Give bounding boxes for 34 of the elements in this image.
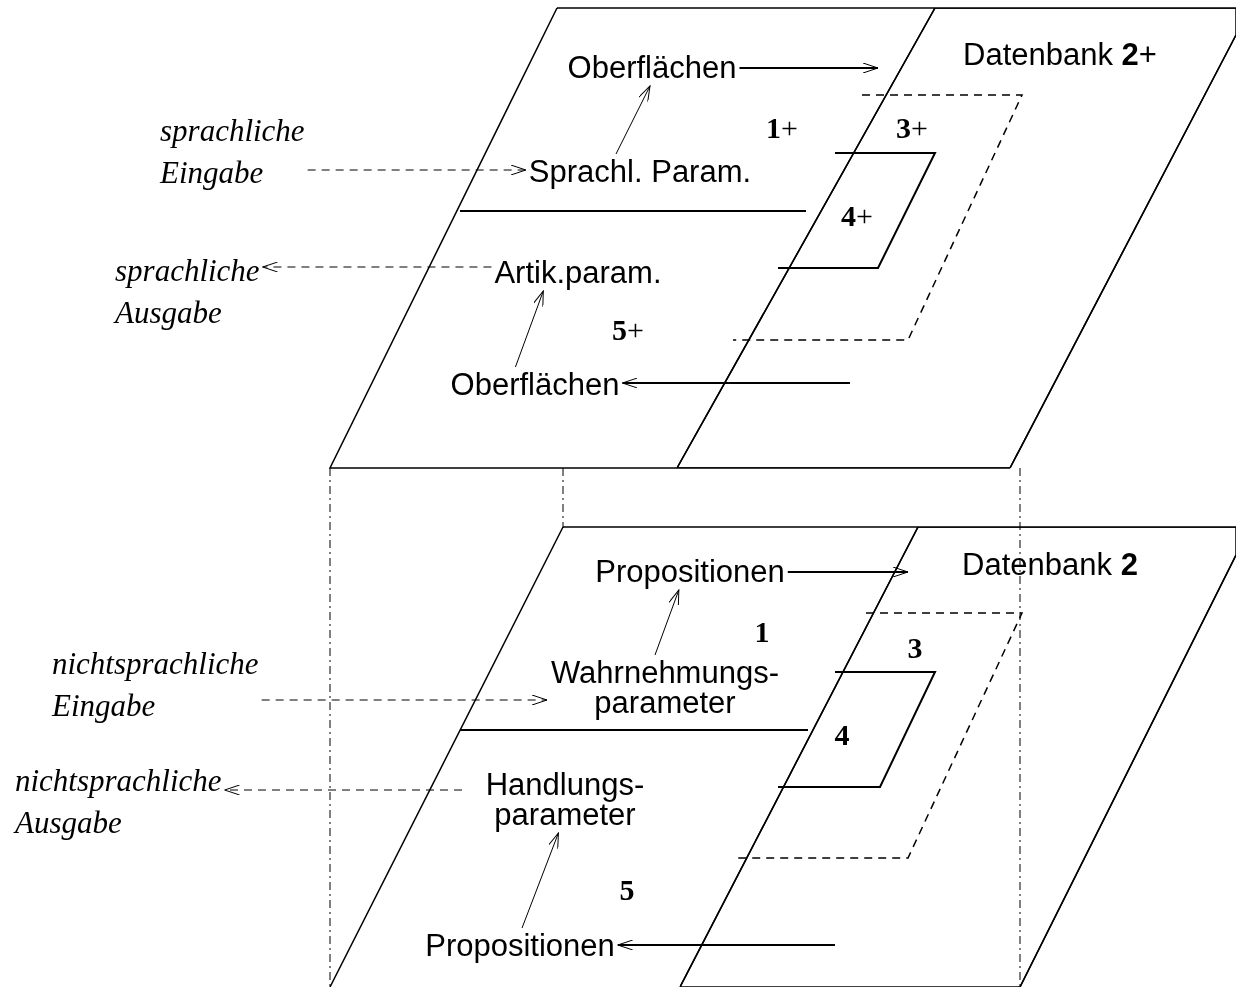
- arrow: [521, 832, 559, 929]
- region-number: 1+: [766, 113, 798, 143]
- region-number: 4: [834, 720, 850, 750]
- arrow: [307, 164, 527, 176]
- arrow: [616, 939, 836, 951]
- side-label: nichtsprachliche Eingabe: [52, 643, 259, 727]
- database-label: Datenbank 2+: [963, 40, 1157, 70]
- arrow: [786, 566, 909, 578]
- side-label: sprachliche Ausgabe: [115, 250, 260, 334]
- node-label: Propositionen: [425, 931, 615, 961]
- side-label: nichtsprachliche Ausgabe: [15, 760, 222, 844]
- node-label: Handlungs- parameter: [465, 770, 665, 830]
- arrow: [514, 290, 544, 368]
- region-number: 5: [619, 875, 635, 905]
- node-label: Oberflächen: [450, 370, 620, 400]
- node-label: Propositionen: [595, 557, 785, 587]
- node-label: Artik.param.: [494, 258, 662, 288]
- region-number: 4+: [841, 201, 873, 231]
- arrow: [261, 694, 548, 706]
- arrow: [262, 261, 492, 273]
- region-number: 3: [907, 633, 923, 663]
- region-number: 5+: [612, 315, 644, 345]
- database-label: Datenbank 2: [962, 550, 1138, 580]
- arrow: [621, 377, 851, 389]
- region-number: 1: [754, 617, 770, 647]
- region-number: 3+: [896, 113, 928, 143]
- node-label: Wahrnehmungs- parameter: [550, 658, 780, 718]
- arrow: [224, 784, 463, 796]
- side-label: sprachliche Eingabe: [160, 110, 305, 194]
- node-label: Sprachl. Param.: [528, 157, 752, 187]
- arrow: [738, 62, 879, 74]
- arrow: [654, 589, 680, 656]
- node-label: Oberflächen: [567, 53, 737, 83]
- arrow: [615, 85, 651, 155]
